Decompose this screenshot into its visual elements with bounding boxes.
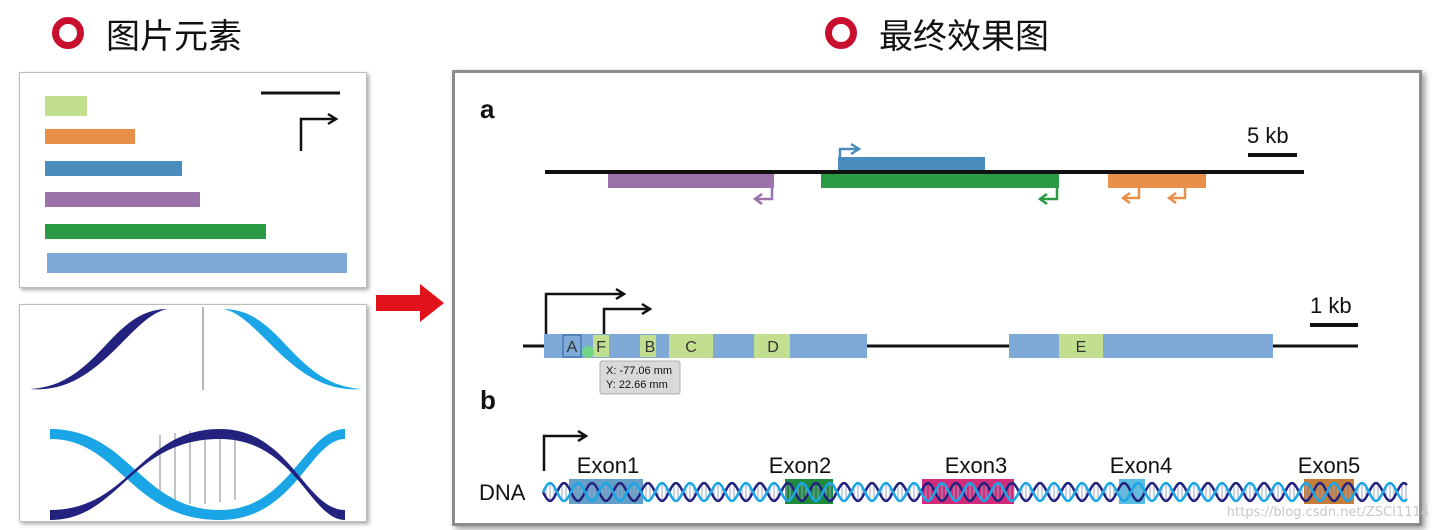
right-heading: 最终效果图 bbox=[825, 8, 1049, 58]
result-panel: a 5 kb 1 kb A bbox=[452, 70, 1422, 526]
exon4-label: Exon4 bbox=[1110, 453, 1172, 478]
promoter-arrow-orange-icon bbox=[1120, 184, 1187, 205]
elements-bars-svg bbox=[45, 91, 347, 273]
segment-f bbox=[593, 335, 609, 357]
bar-lightgreen bbox=[45, 96, 87, 116]
segment-a bbox=[562, 334, 582, 358]
tooltip-x: X: -77.06 mm bbox=[606, 365, 672, 377]
scale-label-bottom: 1 kb bbox=[1310, 293, 1352, 318]
promoter-arrow-b-icon bbox=[542, 429, 589, 471]
bar-blue bbox=[45, 161, 182, 176]
double-helix-icon bbox=[50, 429, 345, 520]
right-heading-text: 最终效果图 bbox=[879, 16, 1049, 57]
bar-purple bbox=[45, 192, 200, 207]
ring-bullet-icon bbox=[825, 17, 857, 49]
dna-strand-dark bbox=[541, 481, 1408, 503]
watermark: https://blog.csdn.net/ZSCI1114 bbox=[1226, 505, 1429, 520]
segment-c bbox=[669, 334, 713, 358]
bar-lightblue bbox=[47, 253, 347, 273]
panel-a-label: a bbox=[480, 94, 495, 124]
segment-c-label: C bbox=[685, 339, 697, 356]
promoter-arrow-blue-icon bbox=[838, 142, 862, 171]
half-strand-dark-icon bbox=[30, 309, 168, 390]
dna-helix-icon bbox=[541, 481, 1408, 503]
left-heading: 图片元素 bbox=[52, 8, 242, 58]
promoter-arrow-2-icon bbox=[602, 302, 653, 334]
exon2-label: Exon2 bbox=[769, 453, 831, 478]
tooltip-y: Y: 22.66 mm bbox=[606, 379, 668, 391]
segment-b-label: B bbox=[645, 339, 656, 356]
promoter-arrow-1-icon bbox=[544, 287, 627, 334]
gene-block-2 bbox=[1009, 334, 1273, 358]
exon5-label: Exon5 bbox=[1298, 453, 1360, 478]
segment-e bbox=[1059, 334, 1103, 358]
result-svg: a 5 kb 1 kb A bbox=[479, 94, 1408, 505]
elements-bars-panel bbox=[19, 72, 367, 288]
left-heading-text: 图片元素 bbox=[106, 16, 242, 57]
dna-strand-light bbox=[541, 481, 1408, 503]
elements-helix-svg bbox=[30, 307, 362, 520]
promoter-arrow-green-icon bbox=[1037, 181, 1059, 206]
gene-purple-top bbox=[608, 174, 774, 188]
dna-label: DNA bbox=[479, 480, 526, 505]
half-strand-light-icon bbox=[223, 309, 362, 390]
segment-a-label: A bbox=[567, 339, 578, 356]
ring-bullet-icon bbox=[52, 17, 84, 49]
gene-orange-top bbox=[1108, 174, 1206, 188]
panel-b-label: b bbox=[480, 385, 496, 415]
scale-label-top: 5 kb bbox=[1247, 123, 1289, 148]
promoter-arrow-purple-icon bbox=[752, 181, 774, 206]
cursor-marker-icon bbox=[582, 346, 594, 358]
segment-e-label: E bbox=[1076, 339, 1087, 356]
promoter-arrow-icon bbox=[299, 112, 339, 151]
exon3-label: Exon3 bbox=[945, 453, 1007, 478]
gene-green-top bbox=[821, 174, 1059, 188]
exon1-label: Exon1 bbox=[577, 453, 639, 478]
segment-d bbox=[754, 334, 790, 358]
segment-d-label: D bbox=[767, 339, 779, 356]
gene-blue-top bbox=[838, 157, 985, 171]
segment-b bbox=[640, 335, 656, 357]
bar-orange bbox=[45, 129, 135, 144]
right-arrow-icon bbox=[376, 284, 444, 322]
coordinate-tooltip: X: -77.06 mm Y: 22.66 mm bbox=[599, 360, 681, 395]
bar-green bbox=[45, 224, 266, 239]
elements-helix-panel bbox=[19, 304, 367, 522]
segment-f-label: F bbox=[596, 339, 606, 356]
